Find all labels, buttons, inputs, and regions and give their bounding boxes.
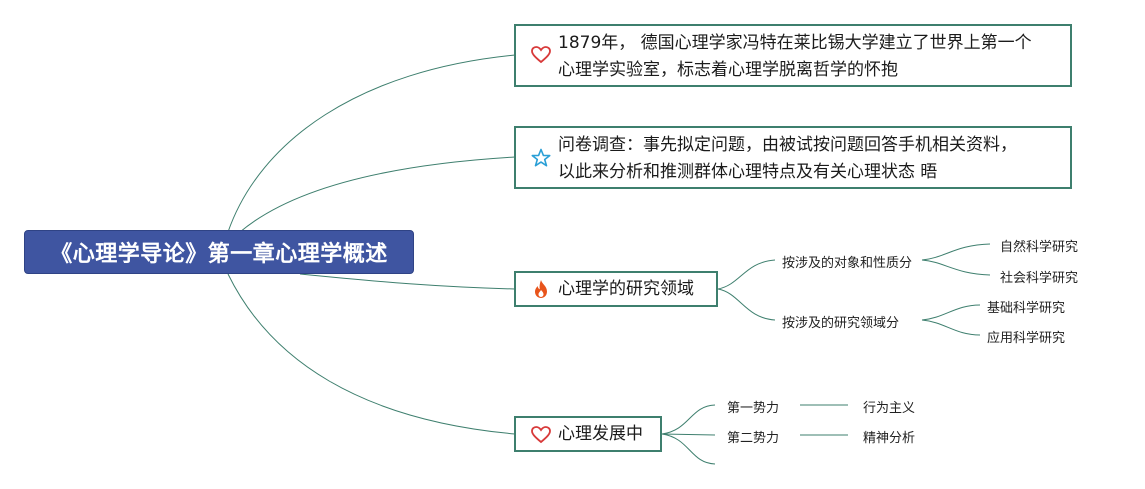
connector-dev-branch1 — [661, 404, 716, 435]
star-icon — [531, 148, 551, 168]
connector-root-survey — [239, 156, 516, 233]
connector-branch1-leaf2 — [921, 259, 991, 276]
subtopic-second-force[interactable]: 第二势力 — [727, 431, 780, 446]
subtopic-field-branch1[interactable]: 按涉及的对象和性质分 — [782, 256, 913, 271]
topic-wundt-line1: 1879年， 德国心理学家冯特在莱比锡大学建立了世界上第一个 — [558, 33, 1032, 53]
connector-field-branch1 — [717, 259, 776, 290]
heart-icon — [531, 425, 551, 445]
connector-field-branch2 — [717, 288, 776, 321]
topic-field-label: 心理学的研究领域 — [558, 279, 694, 299]
connector-root-wundt — [227, 54, 516, 233]
leaf-social-science[interactable]: 社会科学研究 — [1000, 271, 1079, 286]
topic-survey[interactable] — [514, 126, 1072, 189]
topic-survey-line1: 问卷调查：事先拟定问题，由被试按问题回答手机相关资料， — [558, 135, 1017, 155]
root-topic[interactable]: 《心理学导论》第一章心理学概述 — [24, 230, 414, 274]
topic-wundt-line2: 心理学实验室，标志着心理学脱离哲学的怀抱 — [558, 60, 898, 80]
connector-branch2-leaf2 — [921, 319, 981, 336]
topic-development-label: 心理发展中 — [558, 424, 643, 444]
connector-branch2-leaf1 — [921, 304, 981, 321]
fire-icon — [531, 279, 551, 299]
connector-root-field — [299, 273, 516, 290]
subtopic-first-force[interactable]: 第一势力 — [727, 401, 780, 416]
topic-wundt[interactable] — [514, 24, 1072, 87]
leaf-basic-science[interactable]: 基础科学研究 — [987, 301, 1066, 316]
topic-field[interactable] — [514, 271, 718, 307]
heart-icon — [531, 45, 551, 65]
leaf-applied-science[interactable]: 应用科学研究 — [987, 331, 1066, 346]
root-title: 《心理学导论》第一章心理学概述 — [50, 242, 388, 267]
connector-root-development — [227, 273, 516, 435]
topic-development[interactable] — [514, 416, 662, 452]
subtopic-field-branch2[interactable]: 按涉及的研究领域分 — [782, 316, 900, 331]
topic-survey-line2: 以此来分析和推测群体心理特点及有关心理状态 晤 — [558, 162, 938, 182]
leaf-psychoanalysis[interactable]: 精神分析 — [863, 431, 916, 446]
connector-branch1-leaf1 — [921, 243, 991, 261]
leaf-natural-science[interactable]: 自然科学研究 — [1000, 240, 1079, 255]
connector-dev-branch3 — [661, 433, 716, 465]
leaf-behaviorism[interactable]: 行为主义 — [863, 401, 916, 416]
connector-dev-branch2 — [661, 433, 716, 436]
